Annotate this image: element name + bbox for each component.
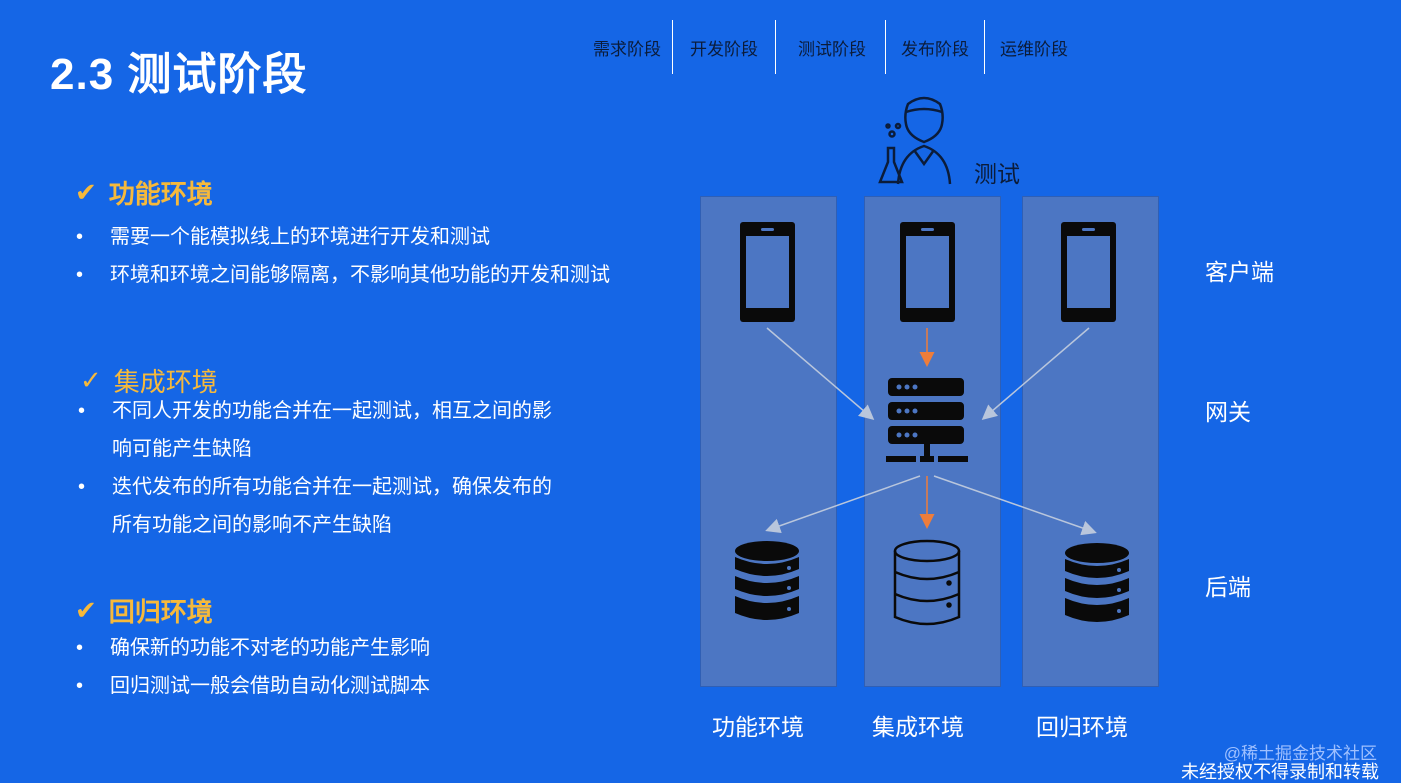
nav-divider [672, 20, 673, 74]
bullet-dot-icon: • [76, 226, 84, 248]
phone-icon [740, 222, 795, 322]
heading-text: 回归环境 [108, 597, 213, 627]
database-icon [735, 541, 799, 620]
bullet-text: 响可能产生缺陷 [112, 438, 252, 460]
bullet-text: 需要一个能模拟线上的环境进行开发和测试 [110, 226, 490, 248]
arrow-client-to-gateway [766, 327, 875, 420]
phone-icon [900, 222, 955, 322]
copyright-notice: 未经授权不得录制和转载 [1181, 762, 1379, 782]
nav-divider [885, 20, 886, 74]
layer-label-client: 客户端 [1205, 259, 1274, 285]
section-heading: ✔ 功能环境 [75, 174, 213, 211]
bullet-text: 环境和环境之间能够隔离，不影响其他功能的开发和测试 [110, 264, 610, 286]
env-label-integration: 集成环境 [872, 714, 964, 740]
bullet-text: 不同人开发的功能合并在一起测试，相互之间的影 [112, 400, 552, 422]
nav-item-development[interactable]: 开发阶段 [690, 39, 758, 59]
checkmark-icon: ✔ [75, 595, 97, 625]
bullet-item-continued: 所有功能之间的影响不产生缺陷 [112, 506, 392, 544]
bullet-item: • 确保新的功能不对老的功能产生影响 [76, 629, 430, 667]
database-outline-icon [893, 539, 961, 626]
tester-label: 测试 [974, 161, 1020, 187]
bullet-item: • 迭代发布的所有功能合并在一起测试，确保发布的 [78, 468, 552, 506]
gateway-server-icon [886, 378, 968, 462]
database-icon [1065, 543, 1129, 622]
section-regression-env: ✔ 回归环境 [75, 592, 213, 629]
bullet-item: • 环境和环境之间能够隔离，不影响其他功能的开发和测试 [76, 256, 610, 294]
bullet-dot-icon: • [78, 400, 86, 422]
bullet-text: 确保新的功能不对老的功能产生影响 [110, 637, 430, 659]
heading-text: 集成环境 [113, 367, 218, 397]
tester-person-icon [878, 96, 952, 185]
nav-item-testing[interactable]: 测试阶段 [798, 39, 866, 59]
section-heading: ✓ 集成环境 [80, 362, 218, 399]
slide-title: 2.3 测试阶段 [50, 50, 308, 99]
bullet-dot-icon: • [76, 264, 84, 286]
section-integration-env: ✓ 集成环境 [80, 362, 218, 399]
bullet-dot-icon: • [76, 637, 84, 659]
nav-divider [984, 20, 985, 74]
section-heading: ✔ 回归环境 [75, 592, 213, 629]
bullet-item: • 回归测试一般会借助自动化测试脚本 [76, 667, 430, 705]
env-label-regression: 回归环境 [1036, 714, 1128, 740]
bullet-item: • 不同人开发的功能合并在一起测试，相互之间的影 [78, 392, 552, 430]
nav-divider [775, 20, 776, 74]
bullet-dot-icon: • [78, 476, 86, 498]
bullet-item-continued: 响可能产生缺陷 [112, 430, 252, 468]
bullet-text: 回归测试一般会借助自动化测试脚本 [110, 675, 430, 697]
phone-icon [1061, 222, 1116, 322]
nav-item-release[interactable]: 发布阶段 [901, 39, 969, 59]
arrow-gateway-to-backend [933, 475, 1097, 536]
bullet-item: • 需要一个能模拟线上的环境进行开发和测试 [76, 218, 490, 256]
arrow-client-to-gateway [981, 327, 1090, 420]
bullet-text: 迭代发布的所有功能合并在一起测试，确保发布的 [112, 476, 552, 498]
checkmark-icon: ✔ [75, 177, 97, 207]
bullet-dot-icon: • [76, 675, 84, 697]
section-functional-env: ✔ 功能环境 [75, 174, 213, 211]
layer-label-gateway: 网关 [1205, 399, 1251, 425]
nav-item-requirements[interactable]: 需求阶段 [593, 39, 661, 59]
source-watermark: @稀土掘金技术社区 [1223, 744, 1377, 763]
checkmark-icon: ✓ [80, 365, 102, 395]
layer-label-backend: 后端 [1205, 574, 1251, 600]
env-label-functional: 功能环境 [712, 714, 804, 740]
arrow-gateway-to-backend [765, 475, 921, 534]
heading-text: 功能环境 [108, 179, 213, 209]
bullet-text: 所有功能之间的影响不产生缺陷 [112, 514, 392, 536]
nav-item-operations[interactable]: 运维阶段 [1000, 39, 1068, 59]
